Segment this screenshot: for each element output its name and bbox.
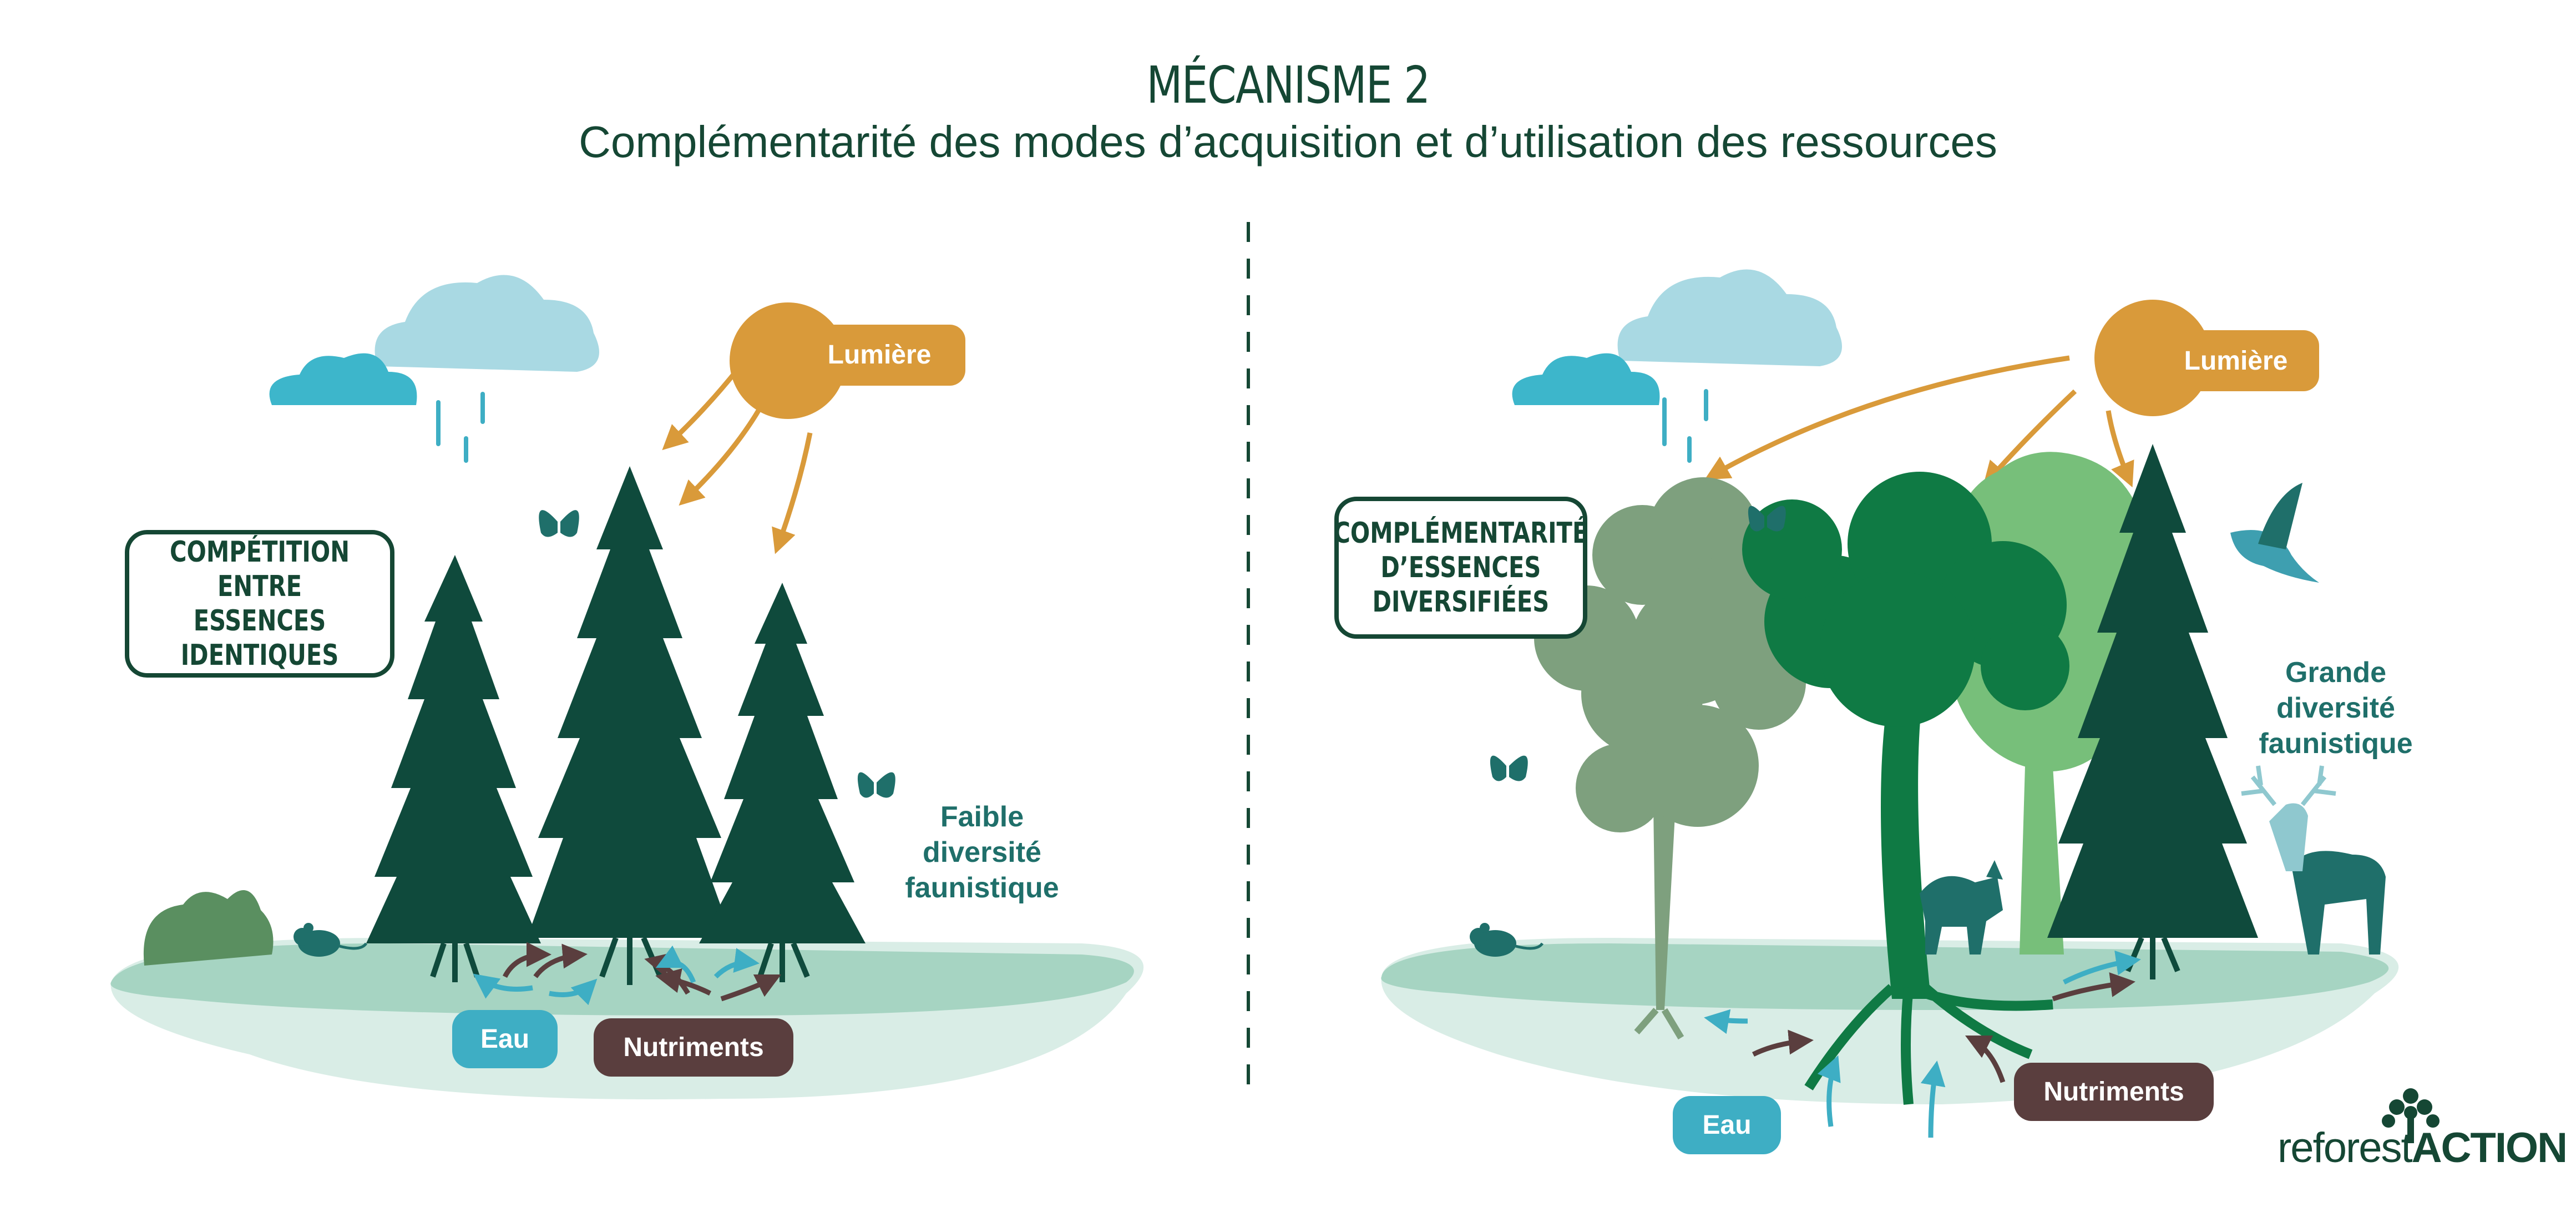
page-title: MÉCANISME 2 <box>1146 55 1430 115</box>
water-pill <box>452 1010 558 1068</box>
water-arrow <box>655 945 696 983</box>
sun-icon <box>2094 300 2319 416</box>
mouse-icon <box>1470 923 1544 957</box>
bush <box>143 890 274 966</box>
bird-icon <box>2230 483 2319 583</box>
conifer-tree-3 <box>699 583 866 982</box>
nutrients-pill <box>2014 1063 2214 1121</box>
light-arrow <box>1704 355 2070 480</box>
light-arrow <box>772 432 813 554</box>
butterfly-icon <box>1748 506 1786 532</box>
sun-icon <box>730 302 965 419</box>
cloud-icon <box>1512 269 1842 463</box>
logo-tree-icon <box>2382 1088 2440 1143</box>
right-water-label: Eau <box>1702 1110 1752 1140</box>
water-arrow <box>2062 950 2141 985</box>
left-box-label: COMPÉTITION ENTRE ESSENCES IDENTIQUES <box>169 536 350 672</box>
nutrient-arrow <box>1752 1029 1814 1057</box>
nutrient-arrow <box>2052 972 2135 1002</box>
light-arrow <box>679 406 762 506</box>
nutrient-arrow <box>655 968 712 996</box>
water-arrow <box>549 978 598 1006</box>
right-panel <box>1381 269 2399 1154</box>
light-arrow <box>662 367 740 451</box>
nutrients-pill <box>594 1018 793 1077</box>
butterfly-icon <box>539 510 579 537</box>
logo-text-light: reforest <box>2278 1124 2413 1171</box>
left-panel <box>110 275 1144 1099</box>
butterfly-icon <box>1490 755 1528 781</box>
left-water-label: Eau <box>480 1024 530 1054</box>
water-pill <box>1673 1096 1781 1154</box>
nutrient-arrow <box>502 942 551 978</box>
right-box: COMPLÉMENTARITÉ D’ESSENCES DIVERSIFIÉES <box>1333 497 1588 639</box>
fox-icon <box>1920 860 2003 955</box>
left-nutrients-label: Nutriments <box>623 1033 764 1062</box>
left-box: COMPÉTITION ENTRE ESSENCES IDENTIQUES <box>125 530 394 678</box>
logo-text-bold: ACTION <box>2411 1124 2568 1171</box>
water-arrow <box>713 948 760 979</box>
right-box-label: COMPLÉMENTARITÉ D’ESSENCES DIVERSIFIÉES <box>1333 517 1588 619</box>
page-subtitle: Complémentarité des modes d’acquisition … <box>579 117 1997 166</box>
left-fauna-label: Faible diversité faunistique <box>905 801 1059 904</box>
water-arrow <box>473 973 533 999</box>
water-arrow <box>1920 1060 1946 1138</box>
right-fauna-label: Grande diversité faunistique <box>2259 656 2413 760</box>
light-arrow <box>2106 410 2134 488</box>
deer-icon <box>2241 765 2386 955</box>
butterfly-icon <box>857 772 895 798</box>
cloud-icon <box>269 275 599 463</box>
conifer-tree-1 <box>366 555 541 982</box>
left-light-label: Lumière <box>827 340 932 370</box>
mouse-icon <box>293 923 368 957</box>
reforest-action-logo: reforestACTION <box>2278 1124 2568 1172</box>
conifer-tree-2 <box>527 466 732 985</box>
nutrient-arrow <box>720 974 782 1002</box>
water-arrow <box>1704 1009 1748 1034</box>
water-arrow <box>1817 1055 1841 1127</box>
light-arrow <box>1983 389 2077 487</box>
left-ground <box>110 943 1134 1016</box>
right-light-label: Lumière <box>2184 346 2288 376</box>
right-nutrients-label: Nutriments <box>2043 1077 2184 1107</box>
nutrient-arrow <box>1965 1035 2006 1083</box>
nutrient-arrow <box>533 943 588 978</box>
